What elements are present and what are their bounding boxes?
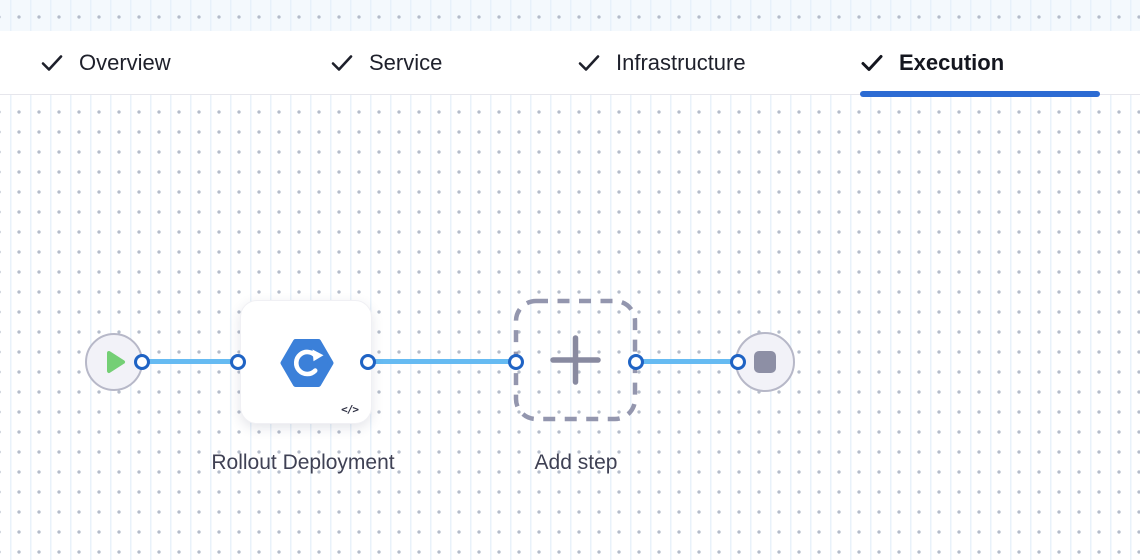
stop-icon — [754, 351, 776, 373]
plus-icon — [550, 335, 601, 385]
tab-execution[interactable]: Execution — [860, 31, 1100, 97]
connector-point — [508, 354, 524, 370]
active-tab-underline — [860, 91, 1100, 97]
add-step-label: Add step — [534, 451, 618, 474]
connector-point — [360, 354, 376, 370]
play-icon — [101, 349, 127, 375]
add-step-button[interactable] — [513, 298, 638, 422]
tab-label: Overview — [79, 49, 171, 75]
tab-service[interactable]: Service — [330, 31, 442, 94]
rollout-deployment-icon — [279, 335, 335, 396]
tab-label: Execution — [899, 49, 1005, 75]
connector-point — [730, 354, 746, 370]
check-icon — [578, 54, 600, 71]
connector-point — [628, 354, 644, 370]
tab-label: Infrastructure — [616, 49, 746, 75]
end-node — [735, 332, 795, 392]
step-node-label: Rollout Deployment — [211, 451, 395, 474]
check-icon — [861, 54, 883, 71]
pipeline-canvas[interactable]: </> Rollout Deployment Add step — [0, 95, 1140, 560]
step-node-rollout-deployment[interactable]: </> — [240, 300, 372, 424]
tab-overview[interactable]: Overview — [40, 31, 171, 94]
check-icon — [41, 54, 63, 71]
tab-label: Service — [369, 49, 443, 75]
connector-line — [368, 359, 516, 364]
code-icon: </> — [341, 403, 359, 416]
canvas-top-strip — [0, 0, 1140, 31]
tab-infrastructure[interactable]: Infrastructure — [577, 31, 746, 94]
connector-line — [142, 359, 238, 364]
connector-point — [230, 354, 246, 370]
connector-point — [134, 354, 150, 370]
start-node — [85, 333, 143, 391]
pipeline-setup-tabbar: Overview Service Infrastructure Executio… — [0, 31, 1140, 97]
connector-line — [636, 359, 738, 364]
check-icon — [331, 54, 353, 71]
